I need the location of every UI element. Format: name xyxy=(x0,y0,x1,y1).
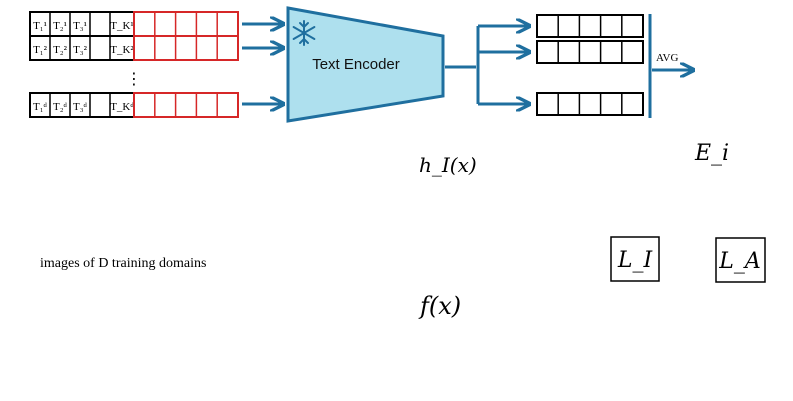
token-label: T_Kᵈ xyxy=(110,101,134,113)
token-label: T₂² xyxy=(53,44,68,56)
L-I-box xyxy=(610,236,660,282)
h-I-of-x-label: h_I(x) xyxy=(419,153,477,177)
token-label: T_K² xyxy=(110,44,134,56)
embedding-vector-2 xyxy=(536,40,644,64)
embedding-vector-d xyxy=(536,92,644,116)
text-encoder-label: Text Encoder xyxy=(312,56,400,73)
f-of-x-label: f(x) xyxy=(418,292,461,320)
embedding-vector-1 xyxy=(536,14,644,38)
token-label: T₁ᵈ xyxy=(33,101,48,113)
token-label: T₃ᵈ xyxy=(73,101,88,113)
token-label: T_K¹ xyxy=(110,20,133,32)
text-encoder-block xyxy=(286,6,445,123)
learnable-context-cells xyxy=(133,92,239,118)
prompt-row-2: T₁² T₂² T₃² T_K² xyxy=(29,35,239,61)
learnable-context-cells xyxy=(133,11,239,37)
token-label: T₁¹ xyxy=(33,20,47,32)
token-label: T₂ᵈ xyxy=(53,101,68,113)
token-label: T₃¹ xyxy=(73,20,87,32)
prompt-row-1: T₁¹ T₂¹ T₃¹ T_K¹ xyxy=(29,11,239,37)
prompt-row-d: T₁ᵈ T₂ᵈ T₃ᵈ T_Kᵈ xyxy=(29,92,239,118)
token-cells xyxy=(29,11,135,37)
L-A-box xyxy=(715,237,766,283)
vertical-ellipsis: ⋮ xyxy=(126,69,142,88)
images-caption: images of D training domains xyxy=(40,256,206,271)
snowflake-icon xyxy=(292,20,316,46)
L-A-label: L_A xyxy=(718,249,761,274)
token-label: T₁² xyxy=(33,44,48,56)
learnable-context-cells xyxy=(133,35,239,61)
token-cells xyxy=(29,92,135,118)
avg-label: AVG xyxy=(656,52,678,64)
E-i-label: E_i xyxy=(694,141,729,166)
token-label: T₂¹ xyxy=(53,20,67,32)
L-I-label: L_I xyxy=(617,248,654,273)
token-cells xyxy=(29,35,135,61)
token-label: T₃² xyxy=(73,44,88,56)
